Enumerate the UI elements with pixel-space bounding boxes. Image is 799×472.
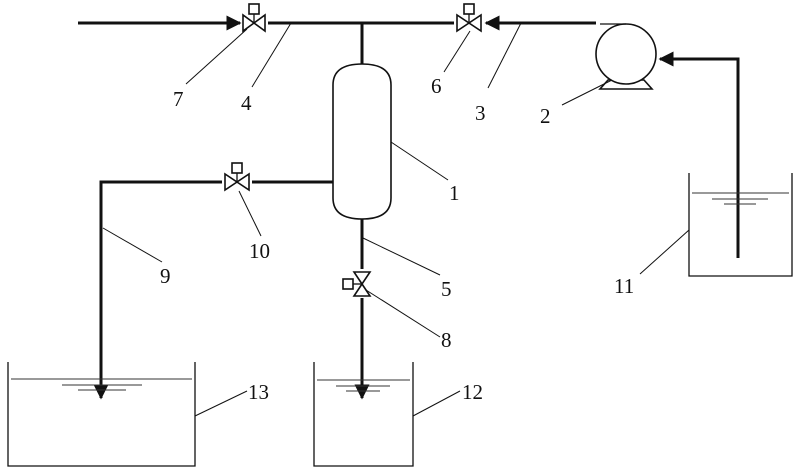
label-vessel: 1: [449, 181, 460, 205]
pump-casing: [596, 24, 656, 84]
pump: [596, 24, 656, 89]
label-vessel-bottom-pipe: 5: [441, 277, 452, 301]
leader-12: [413, 391, 460, 416]
leader-7: [186, 29, 247, 84]
label-top-main-pipe: 4: [241, 91, 252, 115]
label-tank-12: 12: [462, 380, 483, 404]
label-source-tank: 11: [614, 274, 634, 298]
suction-pipe: [660, 59, 738, 258]
leader-3: [488, 23, 521, 88]
valve-10: [225, 163, 249, 190]
label-valve-10: 10: [249, 239, 270, 263]
valve-7: [243, 4, 265, 31]
leader-13: [195, 391, 247, 416]
leader-10: [239, 191, 261, 236]
valve-6: [457, 4, 481, 31]
leader-6: [444, 31, 470, 72]
side-outlet-pipe: [101, 182, 222, 398]
leader-4: [252, 23, 291, 87]
label-pump: 2: [540, 104, 551, 128]
leader-5: [363, 238, 440, 275]
vessel: [333, 64, 391, 219]
leader-8: [366, 290, 440, 337]
label-tank-13: 13: [248, 380, 269, 404]
valve-8: [343, 272, 370, 296]
label-valve-6: 6: [431, 74, 442, 98]
source-tank: [689, 173, 792, 276]
leader-1: [391, 142, 448, 180]
leader-9: [103, 228, 162, 262]
leader-11: [640, 230, 689, 274]
label-side-outlet-pipe: 9: [160, 264, 171, 288]
leader-2: [562, 80, 612, 105]
label-pipe-3: 3: [475, 101, 486, 125]
label-valve-7: 7: [173, 87, 184, 111]
label-valve-8: 8: [441, 328, 452, 352]
